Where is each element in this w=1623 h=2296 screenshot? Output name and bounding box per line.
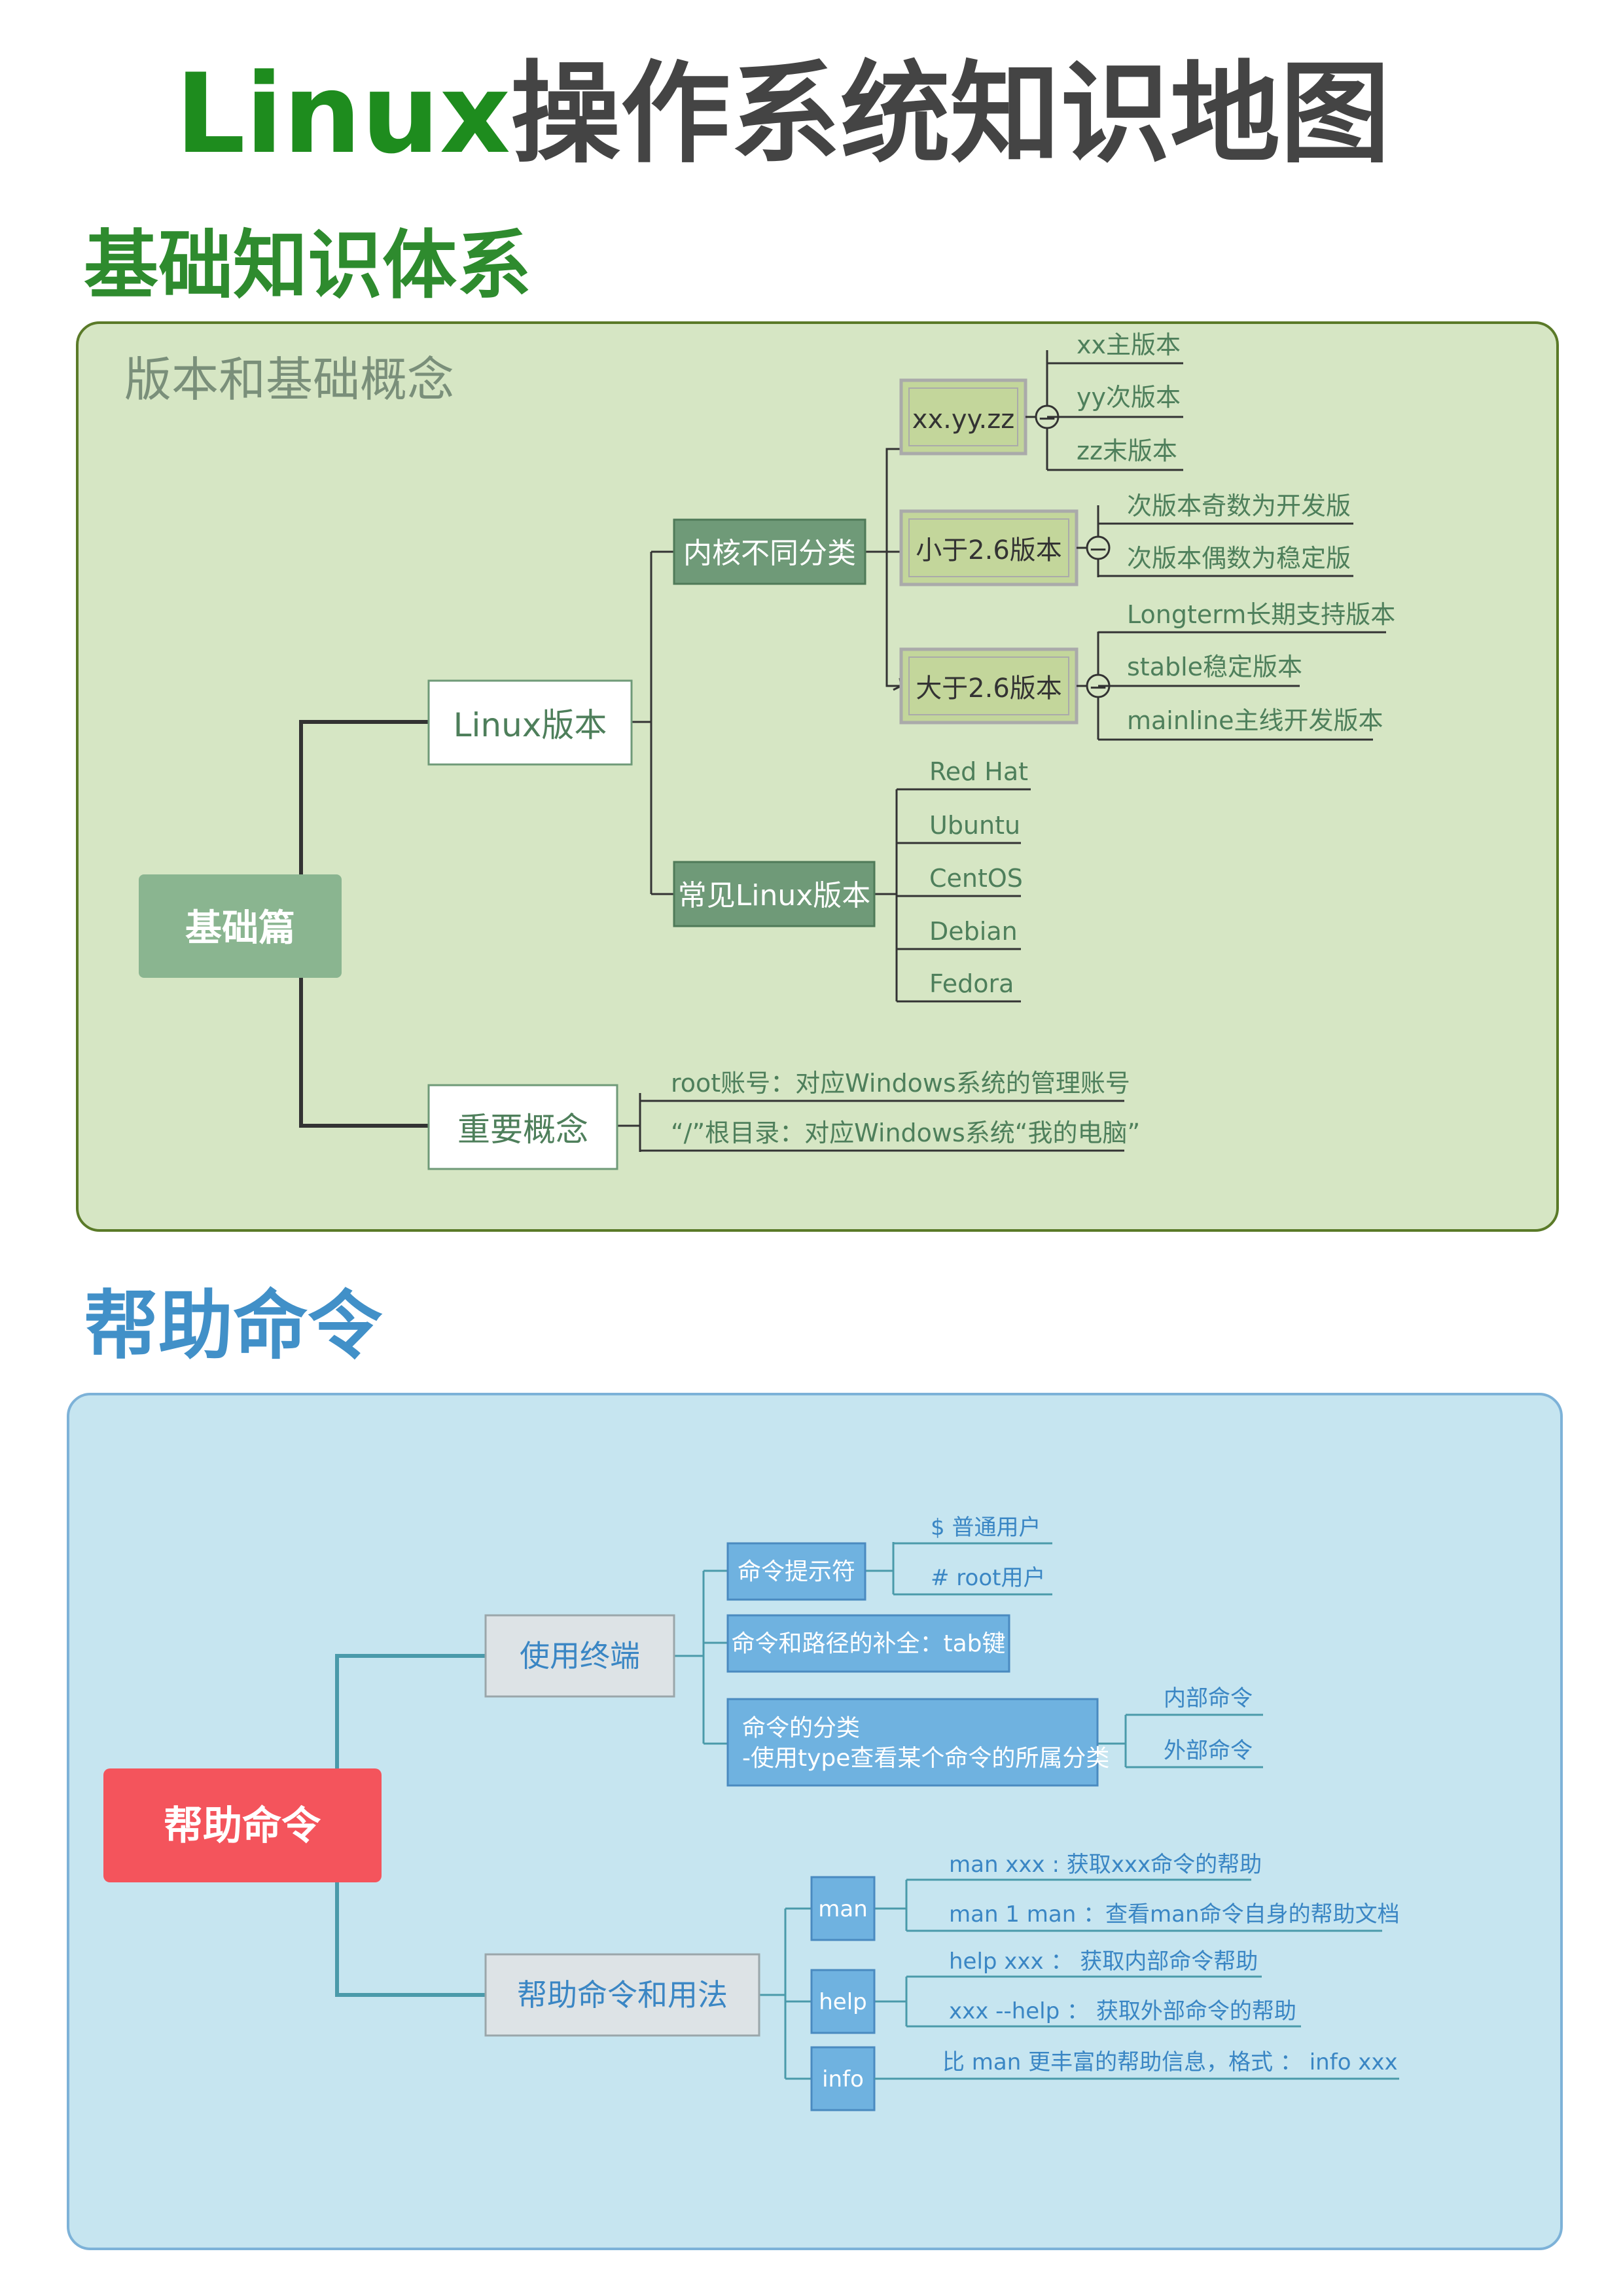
collapse-toggle-glyph: − [1037,405,1057,432]
kernel-group-version-format[interactable] [899,378,1027,456]
info-node[interactable] [810,2046,876,2111]
help-command-node[interactable] [810,1969,876,2034]
basics-root-node[interactable] [139,874,342,978]
help-root-connectors [335,1654,486,1997]
man-node[interactable] [810,1876,876,1941]
linux-version-label: Linux版本 [454,706,607,744]
below-2-6-leaves: 次版本奇数为开发版 次版本偶数为稳定版 [1098,492,1353,577]
kernel-category-label: 内核不同分类 [683,537,856,570]
prompt-root-user: # root用户 [931,1565,1045,1591]
man-usage: man xxx : 获取xxx命令的帮助 [949,1852,1262,1878]
man-self-help: man 1 man ：查看man命令自身的帮助文档 [949,1901,1400,1928]
version-format-leaves: xx主版本 yy次版本 zz末版本 [1047,331,1183,471]
help-panel [67,1393,1563,2250]
kernel-group-below-2-6[interactable] [899,509,1079,586]
command-type-node[interactable] [726,1698,1099,1787]
basics-panel [76,321,1559,1232]
concept-root-directory: “/”根目录：对应Windows系统“我的电脑” [671,1119,1140,1147]
section-heading-help: 帮助命令 [84,1282,383,1369]
page-title-rest: 操作系统知识地图 [510,50,1390,178]
collapse-toggle-icon[interactable] [1086,535,1111,560]
collapse-toggle-glyph: − [1088,536,1108,563]
help-branch-connectors [674,1542,1127,2080]
concepts-node[interactable] [427,1084,618,1170]
leaf-text: zz末版本 [1077,437,1177,465]
kernel-group-below-2-6-label: 小于2.6版本 [916,535,1062,565]
info-usage: 比 man 更丰富的帮助信息，格式 ： info xxx [942,2049,1398,2075]
prompt-normal-user: $ 普通用户 [931,1515,1041,1541]
tab-completion-node[interactable] [726,1614,1010,1673]
page-title-prefix: Linux [175,50,510,178]
leaf-text: yy次版本 [1077,383,1181,412]
section-heading-basics: 基础知识体系 [84,222,531,309]
basics-panel-title: 版本和基础概念 [124,352,454,407]
kernel-group-above-2-6-inner [908,656,1069,715]
linux-version-node[interactable] [427,679,633,766]
terminal-node[interactable] [484,1614,675,1698]
basics-root-label: 基础篇 [185,907,295,950]
kernel-group-version-format-inner [908,387,1018,446]
kernel-group-above-2-6-label: 大于2.6版本 [916,673,1062,704]
usage-node[interactable] [484,1953,760,2037]
above-2-6-leaves: Longterm长期支持版本 stable稳定版本 mainline主线开发版本 [1098,600,1395,741]
usage-label: 帮助命令和用法 [517,1977,728,2013]
distros-label: 常见Linux版本 [678,879,871,912]
page-title: Linux操作系统知识地图 [175,50,1390,178]
usage-leaves: man xxx : 获取xxx命令的帮助 man 1 man ：查看man命令自… [874,1852,1400,2080]
tab-completion-label: 命令和路径的补全：tab键 [731,1630,1005,1657]
leaf-text: 次版本偶数为稳定版 [1127,544,1351,573]
distro-leaves: Red Hat Ubuntu CentOS Debian Fedora [897,757,1031,1003]
help-builtin-usage: help xxx ： 获取内部命令帮助 [949,1948,1258,1975]
leaf-text: mainline主线开发版本 [1127,706,1383,735]
leaf-text: 次版本奇数为开发版 [1127,492,1351,520]
distro-debian: Debian [929,917,1018,946]
help-command-label: help [819,1989,867,2015]
info-label: info [822,2066,864,2092]
leaf-text: xx主版本 [1077,331,1181,359]
distro-fedora: Fedora [929,969,1014,998]
help-root-node[interactable] [103,1768,382,1882]
command-type-label-line1: 命令的分类 [742,1715,860,1742]
command-type-label-line2: -使用type查看某个命令的所属分类 [742,1745,1109,1772]
terminal-leaves: $ 普通用户 # root用户 内部命令 外部命令 [893,1515,1263,1768]
terminal-label: 使用终端 [520,1638,640,1674]
kernel-group-version-format-label: xx.yy.zz [912,404,1014,435]
distro-centos: CentOS [929,864,1023,893]
collapse-toggle-glyph: − [1088,674,1108,701]
builtin-command: 内部命令 [1164,1685,1253,1712]
kernel-group-below-2-6-inner [908,518,1069,577]
concept-root-account: root账号：对应Windows系统的管理账号 [671,1069,1130,1098]
leaf-text: Longterm长期支持版本 [1127,600,1395,629]
external-command: 外部命令 [1164,1738,1253,1764]
basics-root-connectors [299,720,429,1128]
distros-node[interactable] [673,861,876,927]
command-prompt-label: 命令提示符 [738,1558,855,1585]
help-external-usage: xxx --help ： 获取外部命令的帮助 [949,1998,1296,2024]
command-prompt-node[interactable] [726,1542,866,1601]
leaf-text: stable稳定版本 [1127,653,1302,681]
kernel-group-above-2-6[interactable] [899,647,1079,725]
concepts-label: 重要概念 [457,1111,588,1149]
distro-red-hat: Red Hat [929,757,1028,786]
man-label: man [818,1896,868,1922]
distro-ubuntu: Ubuntu [929,811,1020,840]
help-root-label: 帮助命令 [164,1803,321,1849]
concept-leaves: root账号：对应Windows系统的管理账号 “/”根目录：对应Windows… [640,1069,1140,1152]
kernel-category-node[interactable] [673,518,866,585]
